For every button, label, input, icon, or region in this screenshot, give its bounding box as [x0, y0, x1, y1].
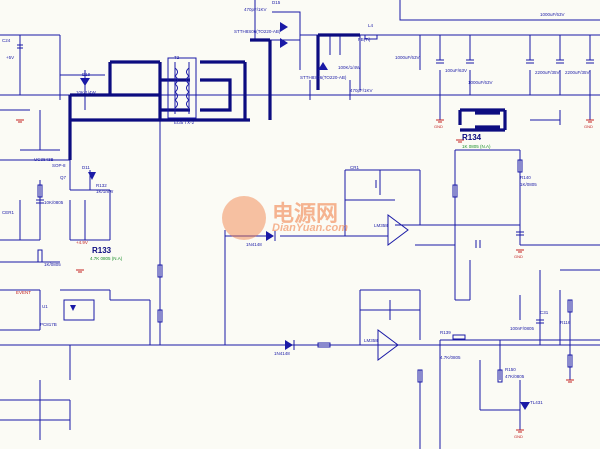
label-r133-val: 4.7K 0805 (N.A) — [90, 256, 123, 261]
label-plus5v: +5V — [6, 55, 15, 60]
label-res-r3: R140 — [520, 175, 531, 180]
label-cap-dr: 470pF/1KV — [350, 88, 373, 93]
label-r133: R133 — [92, 246, 112, 255]
label-4v: +4.9V — [76, 240, 88, 245]
label-lm-bot: LM358 — [364, 338, 378, 343]
label-d-lm: D11 — [82, 165, 90, 170]
gnd-3: GND — [514, 254, 523, 259]
label-t-tr-name: EI35 TX-2 — [174, 120, 195, 125]
bold-power-wires — [68, 33, 507, 160]
label-cap-ymid: 100uF/63V — [445, 68, 468, 73]
label-c-right-top: CR1 — [350, 165, 360, 170]
label-cap-top: 470pF/1KV — [244, 7, 267, 12]
label-t-tr: T2 — [174, 55, 180, 60]
label-res-r2: R139 — [440, 330, 451, 335]
gnd-1: GND — [434, 124, 443, 129]
label-cap-small: 100nF/0805 — [510, 326, 535, 331]
label-res-ll: 10K/0805 — [44, 200, 64, 205]
label-diode-low: 1N4148 — [274, 351, 290, 356]
label-cb-big: 2200uF/35V — [565, 70, 590, 75]
label-res-bot-v: 47K/0805 — [505, 374, 525, 379]
label-mosfet-2: STTH8S06(TO220-AB) — [300, 75, 347, 80]
label-d1k: 1000uF/63V — [395, 55, 420, 60]
label-res-r1: R116 — [560, 320, 571, 325]
label-diode-mid: 1N4148 — [246, 242, 262, 247]
label-lm-top: LM358 — [374, 223, 388, 228]
watermark: 电源网 DianYuan.com — [222, 196, 382, 242]
op-amps — [377, 214, 409, 361]
label-l4: L4 — [368, 23, 374, 28]
label-fb-top: FB(Ti) — [358, 37, 371, 42]
label-pwm: UC3843B — [34, 157, 54, 162]
label-pwm-sub: SOP-8 — [52, 163, 66, 168]
label-u1-tag: U1 — [42, 304, 48, 309]
diodes — [80, 22, 530, 410]
label-cap-c1: C31 — [540, 310, 549, 315]
resistors — [37, 34, 573, 383]
transformer — [167, 57, 197, 119]
watermark-title: 电源网 — [272, 202, 339, 227]
label-opto: PC817B — [40, 322, 57, 327]
label-d15: D15 — [272, 0, 281, 5]
label-res-top: 100K/1/4W — [338, 65, 361, 70]
label-res-lm: R132 — [96, 183, 107, 188]
label-mosfet-top: STTH8S06(TO220-AB) — [234, 29, 281, 34]
label-ceramic-l: CER1 — [2, 210, 15, 215]
label-res-bot: R150 — [505, 367, 516, 372]
label-tl431: TL431 — [530, 400, 543, 405]
label-pre-left: C24 — [2, 38, 11, 43]
watermark-url: DianYuan.com — [272, 222, 348, 234]
label-q-lo: 1000uF/63V — [468, 80, 493, 85]
label-in-left: EVENT — [16, 290, 32, 295]
ground-symbols — [16, 119, 594, 433]
label-res-ml: 10K/1/4W — [76, 90, 96, 95]
label-reg-name: Q7 — [60, 175, 67, 180]
opto-coupler — [63, 299, 95, 321]
label-res-r2v: 4.7K/0805 — [440, 355, 461, 360]
plug-icon — [222, 196, 266, 240]
gnd-2: GND — [584, 124, 593, 129]
label-res-r3v: 1K/0805 — [520, 182, 537, 187]
label-res-lm3: 1K/0805 — [44, 262, 61, 267]
label-r134: R134 — [462, 133, 482, 142]
capacitors — [17, 44, 594, 324]
gnd-4: GND — [514, 434, 523, 439]
label-d19: D19 — [82, 72, 91, 77]
label-d-right: 1000uF/63V — [540, 12, 565, 17]
label-res-lm2: 1K/1/8W — [96, 189, 114, 194]
label-ca-big: 2200uF/35V — [535, 70, 560, 75]
label-r134-val: 1K 0805 (N.A) — [462, 144, 491, 149]
